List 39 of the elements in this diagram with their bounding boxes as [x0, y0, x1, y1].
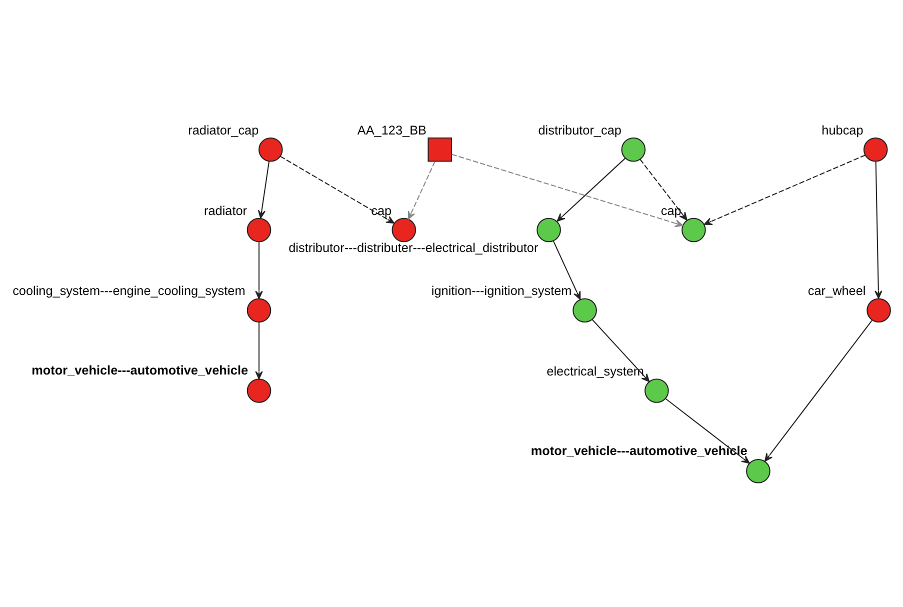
node-label: motor_vehicle---automotive_vehicle: [32, 363, 248, 378]
arrow: [452, 154, 684, 228]
node-circle: [682, 218, 706, 242]
node-label: distributor_cap: [538, 123, 622, 138]
arrow: [704, 154, 866, 226]
node-circle: [536, 218, 561, 242]
node-label: cap: [371, 204, 392, 218]
node-label: AA_123_BB: [357, 123, 427, 138]
node-circle: [258, 137, 283, 162]
node-box: [428, 137, 452, 162]
node-circle: [246, 218, 272, 242]
node-circle: [746, 458, 770, 484]
node-label: cooling_system---engine_cooling_system: [12, 284, 246, 298]
node-label: radiator: [204, 204, 248, 218]
arrow: [258, 161, 270, 219]
node-label: cap: [660, 204, 682, 218]
arrow: [764, 320, 872, 462]
node-circle: [621, 137, 646, 162]
arrow: [640, 159, 688, 220]
node-label: hubcap: [822, 123, 864, 138]
node-label: car_wheel: [808, 284, 866, 298]
arrow: [552, 240, 581, 300]
arrow: [255, 322, 263, 380]
arrow: [665, 398, 750, 464]
node-label: distributor---distributer---electrical_distributor: [288, 240, 538, 255]
node-circle: [863, 137, 888, 162]
node-circle: [246, 378, 272, 403]
arrow: [280, 156, 395, 224]
node-circle: [866, 298, 891, 323]
node-circle: [644, 378, 669, 403]
arrow: [874, 162, 882, 299]
node-label: ignition---ignition_system: [431, 284, 572, 298]
node-circle: [572, 298, 597, 323]
arrow: [408, 161, 436, 220]
node-circle: [392, 218, 416, 242]
arrow: [556, 158, 626, 222]
arrow: [255, 242, 263, 300]
node-circle: [246, 298, 272, 323]
node-label: radiator_cap: [188, 123, 259, 138]
